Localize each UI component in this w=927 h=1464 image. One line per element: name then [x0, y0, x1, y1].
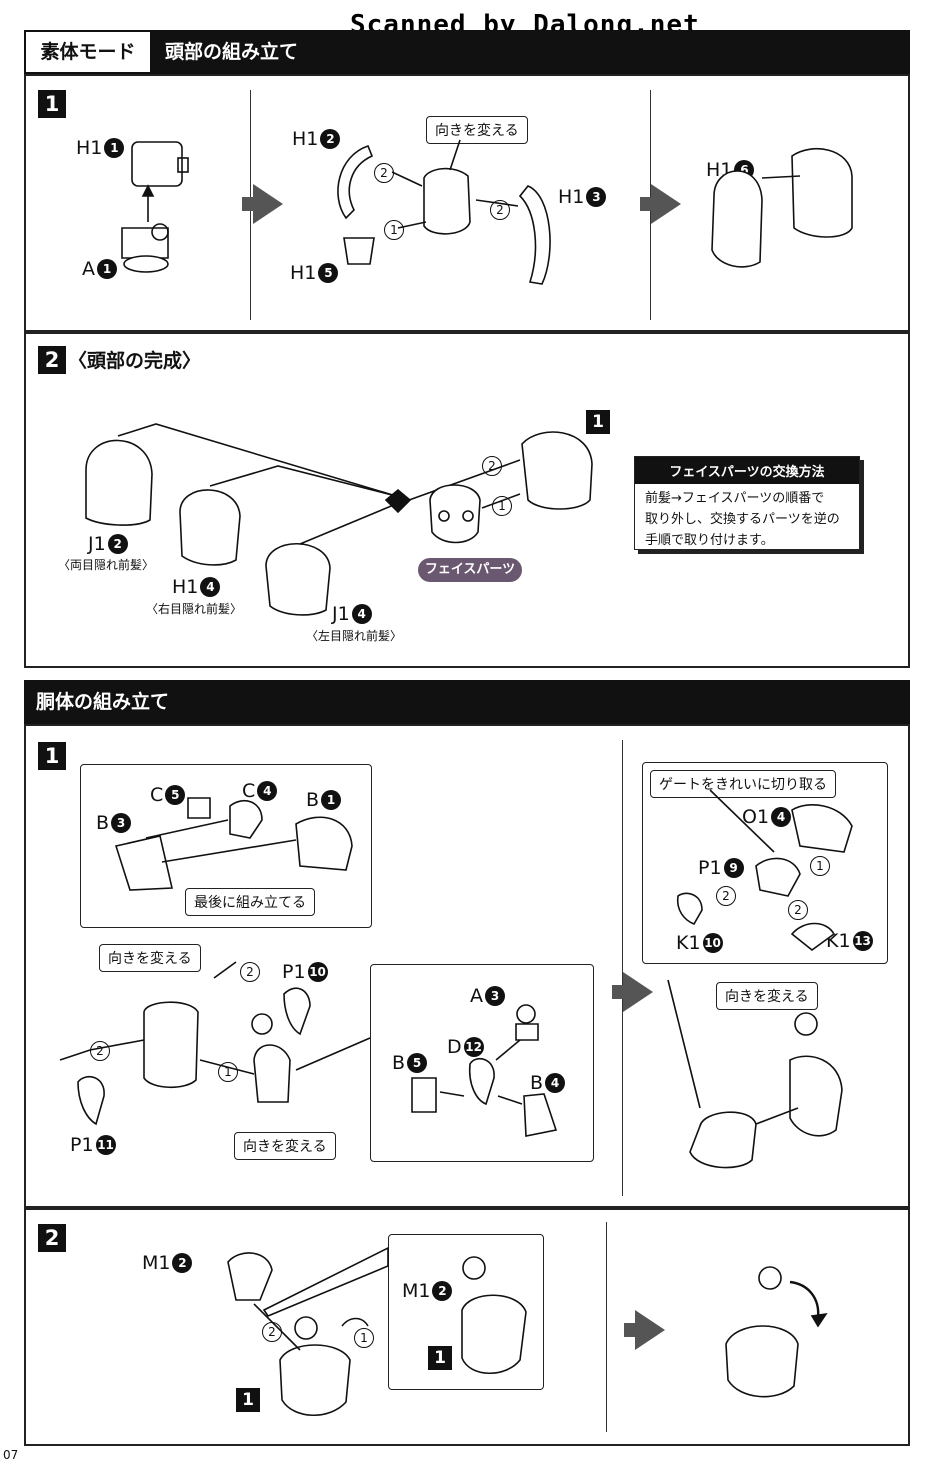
section-title-body: 胴体の組み立て [36, 691, 170, 713]
part-drawing-joint [295, 1004, 558, 1137]
detail-box-o1 [642, 762, 888, 964]
head-step2-panel [24, 332, 910, 668]
ref-step-number: 1 [586, 410, 610, 434]
callout-last: 最後に組み立てる [185, 888, 315, 916]
flow-arrow [623, 972, 653, 1012]
step-title: 〈頭部の完成〉 [68, 350, 202, 372]
section-header-head [24, 30, 910, 74]
page-number: 07 [3, 1448, 19, 1462]
part-drawing-step2 [227, 1246, 828, 1417]
part-drawing-o1 [667, 789, 853, 1169]
step-number: 1 [38, 90, 66, 118]
step-number: 2 [38, 346, 66, 374]
order-badge: 2 [90, 1041, 110, 1061]
part-drawing-torso [59, 797, 353, 1126]
order-badge: 2 [240, 962, 260, 982]
info-line: 手順で取り付けます。 [645, 533, 774, 548]
info-line: 前髪→フェイスパーツの順番で [645, 491, 825, 506]
part-sub-h1-4: 〈右目隠れ前髪〉 [146, 602, 243, 616]
order-badge: 1 [384, 220, 404, 240]
ref-step-number: 1 [428, 1346, 452, 1370]
face-swap-info: フェイスパーツの交換方法 前髪→フェイスパーツの順番で 取り外し、交換するパーツ… [634, 456, 860, 550]
flow-arrow [253, 184, 283, 224]
order-badge: 2 [788, 900, 808, 920]
flow-arrow-stem [640, 197, 654, 211]
step-number: 1 [38, 742, 66, 770]
detail-box-m1 [388, 1234, 544, 1390]
part-drawing-head-assembled [711, 148, 853, 268]
order-badge: 1 [218, 1062, 238, 1082]
callout-gate: ゲートをきれいに切り取る [650, 770, 836, 798]
section-title-head: 頭部の組み立て [165, 41, 299, 63]
order-badge: 1 [810, 856, 830, 876]
detail-box-b [80, 764, 372, 928]
step-number: 2 [38, 1224, 66, 1252]
info-line: 取り外し、交換するパーツを逆の [645, 512, 840, 527]
order-badge: 1 [492, 496, 512, 516]
callout-turn: 向きを変える [716, 982, 818, 1010]
face-parts-label: フェイスパーツ [418, 558, 522, 582]
flow-arrow [651, 184, 681, 224]
part-sub-j1-4: 〈左目隠れ前髪〉 [306, 629, 403, 643]
mode-label: 素体モード [24, 30, 152, 74]
body-step1-panel [24, 724, 910, 1208]
callout-turn: 向きを変える [234, 1132, 336, 1160]
info-title: フェイスパーツの交換方法 [635, 457, 859, 484]
callout-turn: 向きを変える [99, 944, 201, 972]
part-drawing-h1 [121, 141, 189, 273]
part-drawing-head-shells [337, 139, 551, 285]
flow-arrow-stem [612, 985, 626, 999]
order-badge: 2 [716, 886, 736, 906]
body-step2-panel [24, 1208, 910, 1446]
flow-arrow-stem [242, 197, 256, 211]
part-sub-j1-2: 〈両目隠れ前髪〉 [58, 558, 155, 572]
order-badge: 1 [354, 1328, 374, 1348]
order-badge: 2 [490, 200, 510, 220]
callout-turn: 向きを変える [426, 116, 528, 144]
part-drawing-face [429, 431, 593, 544]
divider [606, 1222, 607, 1432]
flow-arrow-stem [624, 1323, 638, 1337]
detail-box-joint [370, 964, 594, 1162]
part-drawing-bangs [85, 423, 521, 616]
flow-arrow [635, 1310, 665, 1350]
head-step1-panel [24, 74, 910, 332]
divider [622, 740, 623, 1196]
section-header-body [24, 680, 910, 724]
ref-step-number: 1 [236, 1388, 260, 1412]
